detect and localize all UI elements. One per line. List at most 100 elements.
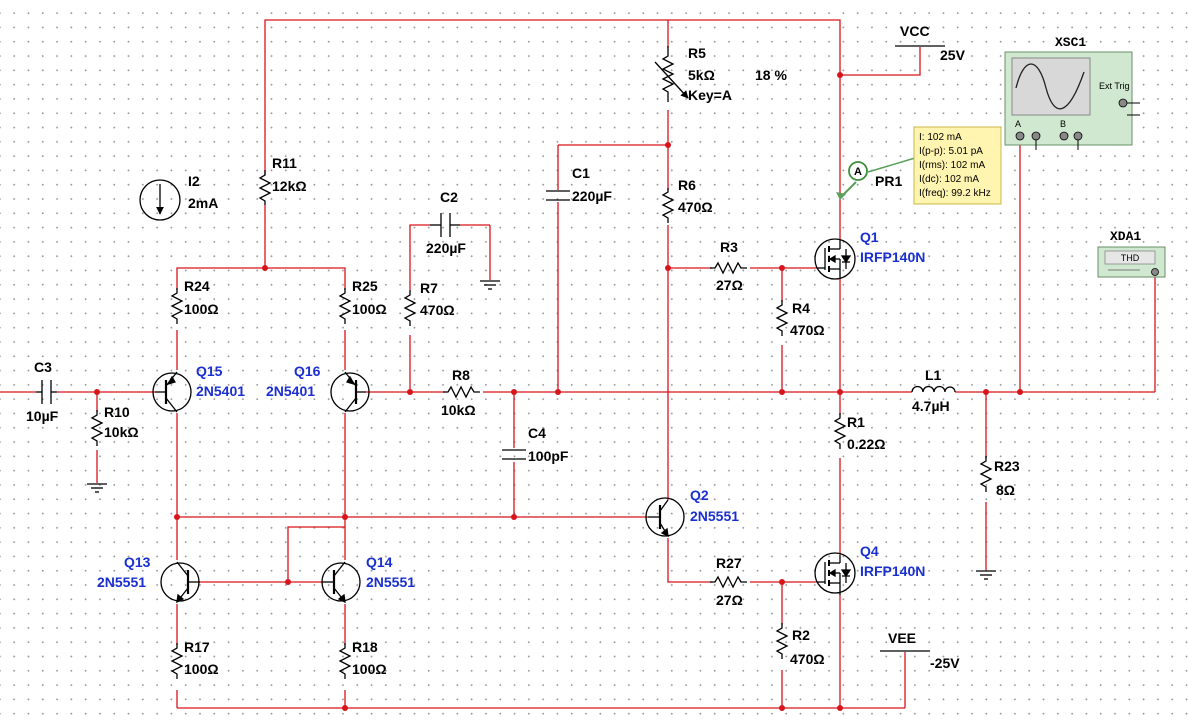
r11-ref: R11 xyxy=(272,155,297,171)
sine-wave-icon xyxy=(1015,63,1085,110)
r17-ref: R17 xyxy=(184,639,210,655)
r10-symbol xyxy=(90,410,104,446)
r24-symbol xyxy=(170,288,184,324)
r2-ref: R2 xyxy=(792,627,810,643)
c3-symbol xyxy=(36,380,57,404)
c2-value: 220µF xyxy=(426,240,466,256)
probe-reading: I(dc): 102 mA xyxy=(919,174,979,185)
distortion-terminal xyxy=(1151,268,1159,276)
q4-ref: Q4 xyxy=(860,543,879,559)
c1-symbol xyxy=(546,190,570,201)
q13-model: 2N5551 xyxy=(97,574,146,590)
channel-b-label: B xyxy=(1060,119,1066,129)
q16-symbol xyxy=(330,371,370,413)
r5-percent: 18 % xyxy=(755,67,787,83)
distortion-analyzer-xda1[interactable]: XDA1 THD xyxy=(1097,229,1166,278)
q4-model: IRFP140N xyxy=(860,563,925,579)
l1-symbol xyxy=(911,385,956,393)
c4-value: 100pF xyxy=(528,448,569,464)
r11-value: 12kΩ xyxy=(272,178,307,194)
r4-ref: R4 xyxy=(792,300,810,316)
labels: VCC 25V VEE -25V R5 5kΩ Key=A 18 % R6 47… xyxy=(26,23,1020,677)
r1-value: 0.22Ω xyxy=(847,436,885,452)
q13-ref: Q13 xyxy=(124,554,151,570)
r24-value: 100Ω xyxy=(184,301,219,317)
r7-symbol xyxy=(403,290,417,326)
r5-wiper xyxy=(654,61,689,99)
r23-value: 8Ω xyxy=(996,482,1015,498)
q14-symbol xyxy=(321,561,361,604)
r8-value: 10kΩ xyxy=(441,402,476,418)
q15-symbol xyxy=(152,371,192,413)
r2-symbol xyxy=(775,623,789,659)
i2-ref: I2 xyxy=(188,173,200,189)
oscilloscope-xsc1[interactable]: XSC1 Ext Trig A B xyxy=(1004,35,1140,150)
vcc-value: 25V xyxy=(940,47,966,63)
r5-symbol xyxy=(661,46,675,102)
r18-value: 100Ω xyxy=(352,661,387,677)
r7-ref: R7 xyxy=(420,280,438,296)
vee-value: -25V xyxy=(930,655,960,671)
mosfet-symbols xyxy=(814,238,856,595)
ground-icon xyxy=(87,483,107,493)
q13-symbol xyxy=(160,561,200,604)
r3-value: 27Ω xyxy=(716,277,743,293)
r17-symbol xyxy=(170,643,184,679)
r4-symbol xyxy=(775,300,789,336)
ground-icon xyxy=(976,570,996,580)
r18-ref: R18 xyxy=(352,639,378,655)
q14-model: 2N5551 xyxy=(366,574,415,590)
channel-b-terminal xyxy=(1059,131,1069,141)
r6-symbol xyxy=(661,188,675,223)
ground-icon xyxy=(480,280,500,290)
r23-ref: R23 xyxy=(994,458,1020,474)
junctions xyxy=(94,72,1023,711)
distortion-ref: XDA1 xyxy=(1110,229,1141,244)
c3-ref: C3 xyxy=(34,359,52,375)
probe-reading: I(p-p): 5.01 pA xyxy=(919,146,983,157)
r25-value: 100Ω xyxy=(352,301,387,317)
capacitor-symbols xyxy=(36,190,570,460)
r6-value: 470Ω xyxy=(678,199,713,215)
current-source-i2 xyxy=(139,179,181,221)
probe-reading: I(rms): 102 mA xyxy=(919,160,985,171)
r10-value: 10kΩ xyxy=(104,424,139,440)
probe-reading: I: 102 mA xyxy=(919,132,962,143)
c1-ref: C1 xyxy=(572,165,590,181)
thd-display: THD xyxy=(1121,253,1140,263)
r3-ref: R3 xyxy=(720,239,738,255)
vee-label: VEE xyxy=(888,630,916,646)
r7-value: 470Ω xyxy=(420,302,455,318)
probe-reading: I(freq): 99.2 kHz xyxy=(919,188,991,199)
q2-model: 2N5551 xyxy=(690,508,739,524)
c2-ref: C2 xyxy=(440,189,458,205)
resistor-symbols xyxy=(90,46,993,679)
r2-value: 470Ω xyxy=(790,651,825,667)
r8-ref: R8 xyxy=(452,367,470,383)
ground-symbols xyxy=(87,280,996,580)
r25-symbol xyxy=(338,288,352,324)
q2-ref: Q2 xyxy=(690,487,709,503)
l1-ref: L1 xyxy=(925,367,942,383)
probe-pr1[interactable]: A I: 102 mA I(p-p): 5.01 pA I(rms): 102 … xyxy=(836,126,1002,205)
wires xyxy=(0,19,1156,709)
r11-symbol xyxy=(258,170,272,205)
r27-ref: R27 xyxy=(716,555,742,571)
r18-symbol xyxy=(338,643,352,679)
q14-ref: Q14 xyxy=(366,554,393,570)
probe-ref: PR1 xyxy=(875,173,902,189)
r5-value: 5kΩ xyxy=(688,67,715,83)
c3-value: 10µF xyxy=(26,408,59,424)
probe-marker-icon xyxy=(848,161,868,181)
r17-value: 100Ω xyxy=(184,661,219,677)
r25-ref: R25 xyxy=(352,278,378,294)
c4-symbol xyxy=(502,449,526,460)
q1-model: IRFP140N xyxy=(860,249,925,265)
r23-symbol xyxy=(979,456,993,492)
i2-value: 2mA xyxy=(188,195,218,211)
c4-ref: C4 xyxy=(528,425,546,441)
supply-symbols xyxy=(880,45,945,652)
q2-symbol xyxy=(645,497,685,538)
